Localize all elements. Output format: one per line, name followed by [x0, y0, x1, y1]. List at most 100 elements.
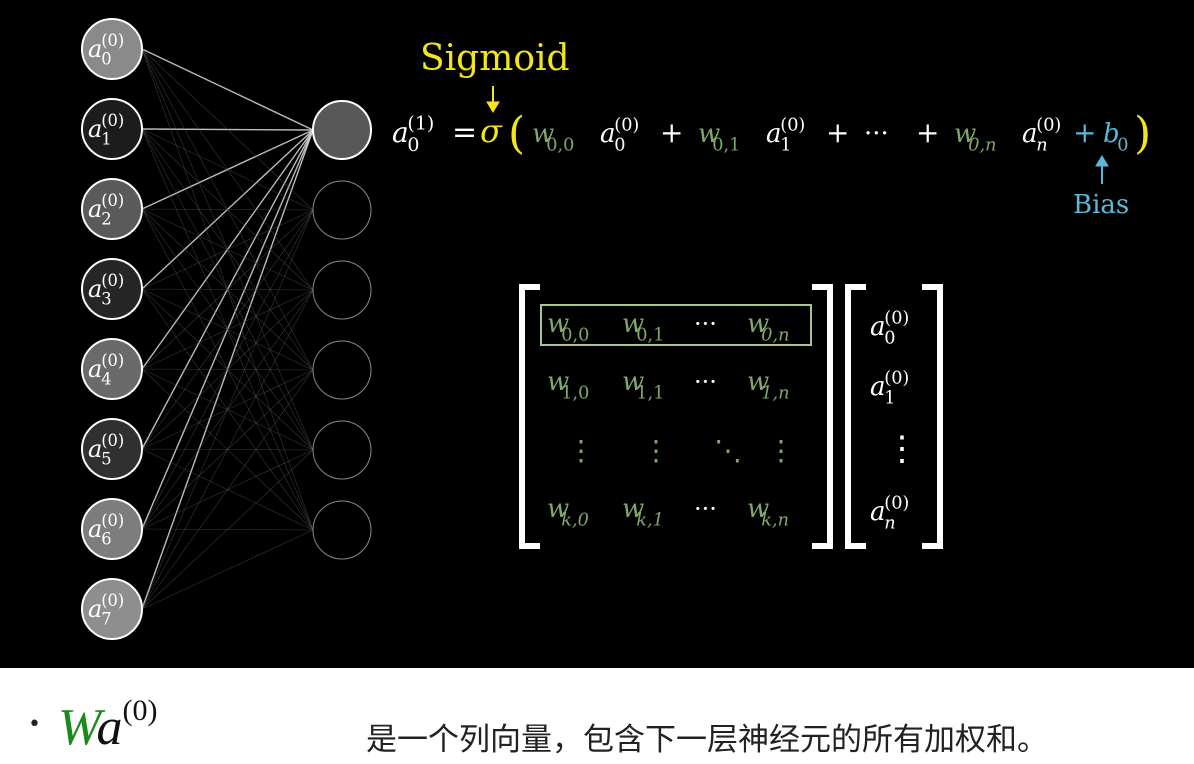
output-layer — [312, 100, 372, 560]
symbol-base: w — [747, 309, 769, 339]
symbol-base: a — [392, 116, 409, 149]
formula-W: W — [58, 699, 97, 756]
bias-arrow-icon — [1095, 155, 1109, 184]
symbol-subscript: 0 — [407, 134, 419, 156]
matrix-ellipsis: ··· — [694, 310, 717, 338]
symbol-base: w — [698, 119, 720, 149]
matrix-entry: wk,n — [747, 494, 789, 530]
neuron-label: a(0)4 — [88, 351, 124, 388]
symbol-base: w — [747, 367, 769, 397]
symbol-base: w — [954, 119, 976, 149]
activation-term: a(0)n — [1022, 115, 1061, 155]
matrix-row: ⋮⋮⋱⋮ — [567, 434, 795, 467]
activation-term: a(0)0 — [600, 115, 639, 155]
edge — [141, 529, 314, 610]
neuron-circle — [81, 498, 143, 560]
equals-sign: = — [452, 115, 477, 150]
symbol-subscript: n — [884, 513, 895, 533]
symbol-subscript: 1,0 — [561, 383, 589, 403]
matrix-entry: w0,0 — [547, 309, 589, 345]
input-layer: a(0)0a(0)1a(0)2a(0)3a(0)4a(0)5a(0)6a(0)7 — [81, 18, 143, 640]
bracket — [845, 284, 866, 549]
symbol-superscript: (0) — [101, 31, 124, 50]
network-edges — [141, 48, 314, 610]
symbol-subscript: k,n — [761, 510, 789, 530]
symbol-base: w — [547, 494, 569, 524]
close-paren: ) — [1134, 108, 1151, 159]
output-neuron — [312, 180, 372, 240]
symbol-superscript: (0) — [101, 111, 124, 130]
symbol-superscript: (0) — [780, 115, 805, 135]
symbol-subscript: 0 — [101, 50, 111, 69]
symbol-subscript: 0,1 — [636, 325, 664, 345]
symbol-base: a — [870, 497, 886, 527]
symbol-subscript: 3 — [101, 290, 111, 309]
symbol-base: w — [622, 367, 644, 397]
output-neuron — [312, 100, 372, 160]
symbol-subscript: 0 — [884, 328, 895, 348]
neuron-label: a(0)2 — [88, 191, 124, 228]
matrix-entry: wk,0 — [547, 494, 589, 530]
symbol-base: a — [88, 595, 102, 623]
matrix-entry: w1,1 — [622, 367, 664, 403]
symbol-base: w — [532, 119, 554, 149]
symbol-subscript: 0 — [614, 135, 625, 155]
symbol-base: w — [547, 309, 569, 339]
ellipsis: ··· — [864, 119, 889, 149]
weight-term: w0,1 — [698, 119, 740, 155]
neuron-circle — [81, 178, 143, 240]
plus-sign: + — [660, 116, 683, 149]
symbol-subscript: 1 — [780, 135, 791, 155]
lhs-activation: a(1)0 — [392, 112, 434, 156]
matrix-entry: w1,n — [747, 367, 790, 403]
output-neuron — [312, 260, 372, 320]
input-neuron: a(0)1 — [81, 98, 143, 160]
edge — [141, 368, 314, 531]
symbol-superscript: (0) — [884, 493, 909, 513]
input-neuron: a(0)0 — [81, 18, 143, 80]
highlighted-row-box — [540, 304, 812, 346]
symbol-subscript: 0,n — [968, 135, 996, 155]
matrix-entry: wk,1 — [622, 494, 664, 530]
symbol-superscript: (0) — [101, 271, 124, 290]
bullet: • — [28, 712, 41, 737]
caption-formula: Wa(0) — [58, 694, 158, 757]
matrix-entry: w1,0 — [547, 367, 589, 403]
matrix-ellipsis: ⋮ — [642, 434, 670, 467]
matrix-entry: w0,n — [747, 309, 790, 345]
vector-entry: a(0)0 — [870, 308, 909, 348]
neuron-circle — [81, 418, 143, 480]
edge — [141, 48, 314, 371]
symbol-subscript: 4 — [101, 370, 111, 389]
neuron-label: a(0)5 — [88, 431, 124, 468]
matrix-ellipsis: ⋮ — [567, 434, 595, 467]
edge — [141, 288, 314, 531]
symbol-superscript: (0) — [101, 591, 124, 610]
symbol-subscript: k,1 — [636, 510, 664, 530]
vector-entry: a(0)1 — [870, 368, 909, 408]
symbol-base: a — [870, 312, 886, 342]
neuron-circle — [81, 338, 143, 400]
symbol-subscript: 0,0 — [561, 325, 589, 345]
symbol-superscript: (0) — [614, 115, 639, 135]
bias-plus: + — [1073, 116, 1096, 149]
symbol-superscript: (0) — [101, 511, 124, 530]
edge — [141, 48, 314, 531]
neuron-label: a(0)0 — [88, 31, 124, 68]
caption-area — [0, 668, 1194, 764]
symbol-subscript: 0,n — [761, 325, 789, 345]
symbol-subscript: 1,n — [761, 383, 789, 403]
plus-sign: + — [916, 116, 939, 149]
symbol-base: a — [870, 372, 886, 402]
symbol-subscript: 0,0 — [546, 135, 574, 155]
matrix-ellipsis: ⋱ — [714, 434, 742, 467]
symbol-subscript: 1 — [884, 388, 895, 408]
neuron-circle — [81, 98, 143, 160]
bracket — [519, 284, 540, 549]
symbol-superscript: (0) — [884, 368, 909, 388]
weight-term: w0,0 — [532, 119, 574, 155]
